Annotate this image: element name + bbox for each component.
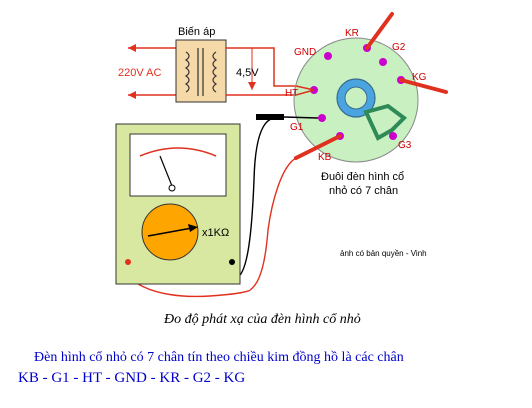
pin-g2 — [379, 58, 387, 66]
multimeter — [115, 123, 241, 285]
pin-label-kr: KR — [345, 28, 359, 39]
pin-label-gnd: GND — [294, 47, 316, 58]
description-line-1: Đèn hình cổ nhỏ có 7 chân tín theo chiều… — [34, 350, 404, 365]
heater-wires — [226, 47, 296, 96]
tube-socket — [293, 37, 419, 163]
pin-label-g1: G1 — [290, 122, 304, 133]
ac-voltage-label: 220V AC — [118, 67, 161, 79]
heater-voltage-label: 4,5V — [236, 67, 259, 79]
tube-label-line1: Đuôi đèn hình cổ — [321, 171, 404, 183]
pin-label-ht: HT — [285, 88, 298, 99]
ac-input-wires — [128, 44, 176, 99]
meter-range-label: x1KΩ — [202, 227, 229, 239]
pin-label-g3: G3 — [398, 140, 412, 151]
pin-g1 — [318, 114, 326, 122]
pin-label-g2: G2 — [392, 42, 406, 53]
tube-label-line2: nhỏ có 7 chân — [329, 185, 398, 197]
pin-g3 — [389, 132, 397, 140]
pin-label-kb: KB — [318, 152, 332, 163]
description-line-2: KB - G1 - HT - GND - KR - G2 - KG — [18, 370, 246, 386]
pin-gnd — [324, 52, 332, 60]
transformer — [175, 39, 227, 103]
figure-caption: Đo độ phát xạ của đèn hình cổ nhỏ — [164, 312, 361, 327]
pin-label-kg: KG — [412, 72, 427, 83]
transformer-label: Biến áp — [178, 26, 215, 38]
copyright-note: ảnh có bản quyền - Vinh — [340, 249, 427, 258]
